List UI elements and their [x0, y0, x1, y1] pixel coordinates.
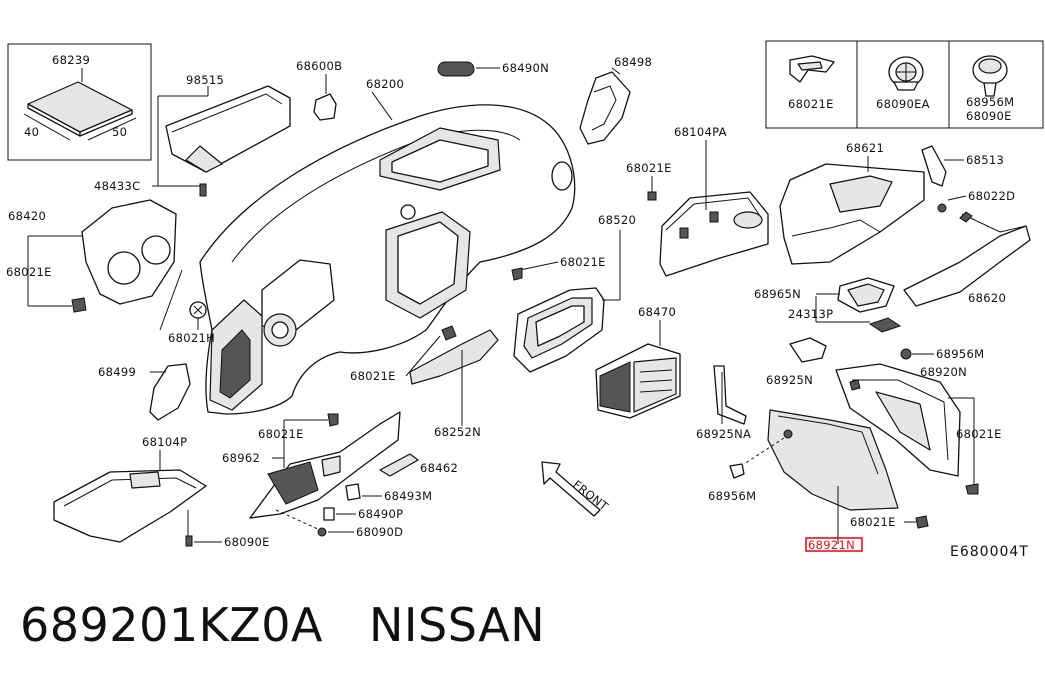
- part-68520: 68520 68021E: [511, 213, 636, 373]
- label-68470: 68470: [638, 305, 676, 319]
- part-68499: 68499: [98, 363, 191, 421]
- part-68921N: 68956M 68021E 68921N: [708, 409, 929, 552]
- label-68621: 68621: [846, 141, 884, 155]
- part-98515: 98515 48433C: [94, 73, 291, 197]
- label-68513: 68513: [966, 153, 1004, 167]
- label-68600B: 68600B: [296, 59, 342, 73]
- label-98515: 98515: [186, 73, 224, 87]
- label-68499: 68499: [98, 365, 136, 379]
- part-68470: 68470: [595, 305, 681, 419]
- label-68965N: 68965N: [754, 287, 801, 301]
- inset-box-68239: 68239 40 50: [7, 43, 152, 161]
- label-68090D: 68090D: [356, 525, 403, 539]
- part-68621: 68621: [779, 141, 925, 265]
- label-68021E-f: 68021E: [850, 515, 896, 529]
- label-68620: 68620: [968, 291, 1006, 305]
- part-68965N: 68965N 24313P: [754, 277, 902, 333]
- label-68021E-d: 68021E: [560, 255, 606, 269]
- label-68104PA: 68104PA: [674, 125, 727, 139]
- label-68920N: 68920N: [920, 365, 967, 379]
- part-68493M: 68493M: [345, 483, 432, 503]
- part-68022D: 68022D: [937, 189, 1015, 213]
- clip-icon: [789, 55, 835, 83]
- part-68490P: 68490P: [323, 507, 403, 521]
- part-68490N: 68490N: [437, 61, 549, 77]
- part-number: 689201KZ0A: [20, 598, 324, 652]
- label-68925N: 68925N: [766, 373, 813, 387]
- part-68513: 68513: [921, 145, 1004, 187]
- label-68956M-b: 68956M: [708, 489, 756, 503]
- label-24313P: 24313P: [788, 307, 833, 321]
- highlight-box: [805, 537, 863, 552]
- part-68252N: 68021E 68252N: [350, 325, 499, 439]
- label-68090E: 68090E: [224, 535, 270, 549]
- label-68925NA: 68925NA: [696, 427, 751, 441]
- part-68021H: 68021H: [159, 269, 215, 345]
- label-68962: 68962: [222, 451, 260, 465]
- label-68490P: 68490P: [358, 507, 403, 521]
- part-68104P: 68104P 68090E: [53, 435, 270, 549]
- inset-dim-left: 40: [24, 125, 39, 139]
- front-arrow: FRONT: [541, 461, 611, 517]
- label-68490N: 68490N: [502, 61, 549, 75]
- part-68920N: 68920N 68021E: [835, 363, 1002, 495]
- part-68462: 68462: [379, 453, 458, 477]
- label-68520: 68520: [598, 213, 636, 227]
- part-68498: 68498: [579, 55, 652, 145]
- label-68921N: 68921N: [808, 538, 855, 552]
- label-48433C: 48433C: [94, 179, 140, 193]
- label-68498: 68498: [614, 55, 652, 69]
- part-68962: 68021E 68962: [222, 411, 401, 519]
- part-68600B: 68600B: [296, 59, 342, 121]
- label-68021E-c: 68021E: [626, 161, 672, 175]
- part-68620: 68620: [903, 211, 1031, 307]
- legend-item-1-label: 68021E: [788, 97, 834, 111]
- label-68104P: 68104P: [142, 435, 187, 449]
- label-68021E-b: 68021E: [350, 369, 396, 383]
- label-68462: 68462: [420, 461, 458, 475]
- legend-box: 68021E 68090EA 68956M 68090E: [765, 40, 1044, 129]
- label-68200: 68200: [366, 77, 404, 91]
- legend-item-3-label-2: 68090E: [966, 109, 1012, 123]
- part-68104PA: 68104PA 68021E: [626, 125, 769, 277]
- label-68956M-a: 68956M: [936, 347, 984, 361]
- label-68252N: 68252N: [434, 425, 481, 439]
- label-68493M: 68493M: [384, 489, 432, 503]
- instrument-panel-68200: 68200: [199, 77, 576, 415]
- legend-item-3-label: 68956M: [966, 95, 1014, 109]
- part-68925NA: 68925NA: [696, 365, 751, 441]
- footer-caption: 689201KZ0A NISSAN: [20, 598, 591, 652]
- inset-dim-right: 50: [112, 125, 127, 139]
- part-68956M-a: 68956M: [900, 347, 984, 361]
- label-68021E-g: 68021E: [258, 427, 304, 441]
- label-68420: 68420: [8, 209, 46, 223]
- label-68021E-e: 68021E: [956, 427, 1002, 441]
- inset-part-label: 68239: [52, 53, 90, 67]
- label-68021E-a: 68021E: [6, 265, 52, 279]
- legend-item-2-label: 68090EA: [876, 97, 930, 111]
- label-68022D: 68022D: [968, 189, 1015, 203]
- label-68021H: 68021H: [168, 331, 215, 345]
- part-68090D: 68090D: [275, 509, 403, 539]
- part-24313P: [868, 317, 902, 333]
- brand-name: NISSAN: [369, 598, 546, 652]
- part-68420: 68420 68021E: [6, 199, 177, 313]
- diagram-code: E680004T: [950, 544, 1029, 560]
- grommet-icon: [888, 56, 924, 91]
- part-68925N: 68925N: [766, 337, 827, 387]
- push-rivet-icon: [972, 55, 1008, 97]
